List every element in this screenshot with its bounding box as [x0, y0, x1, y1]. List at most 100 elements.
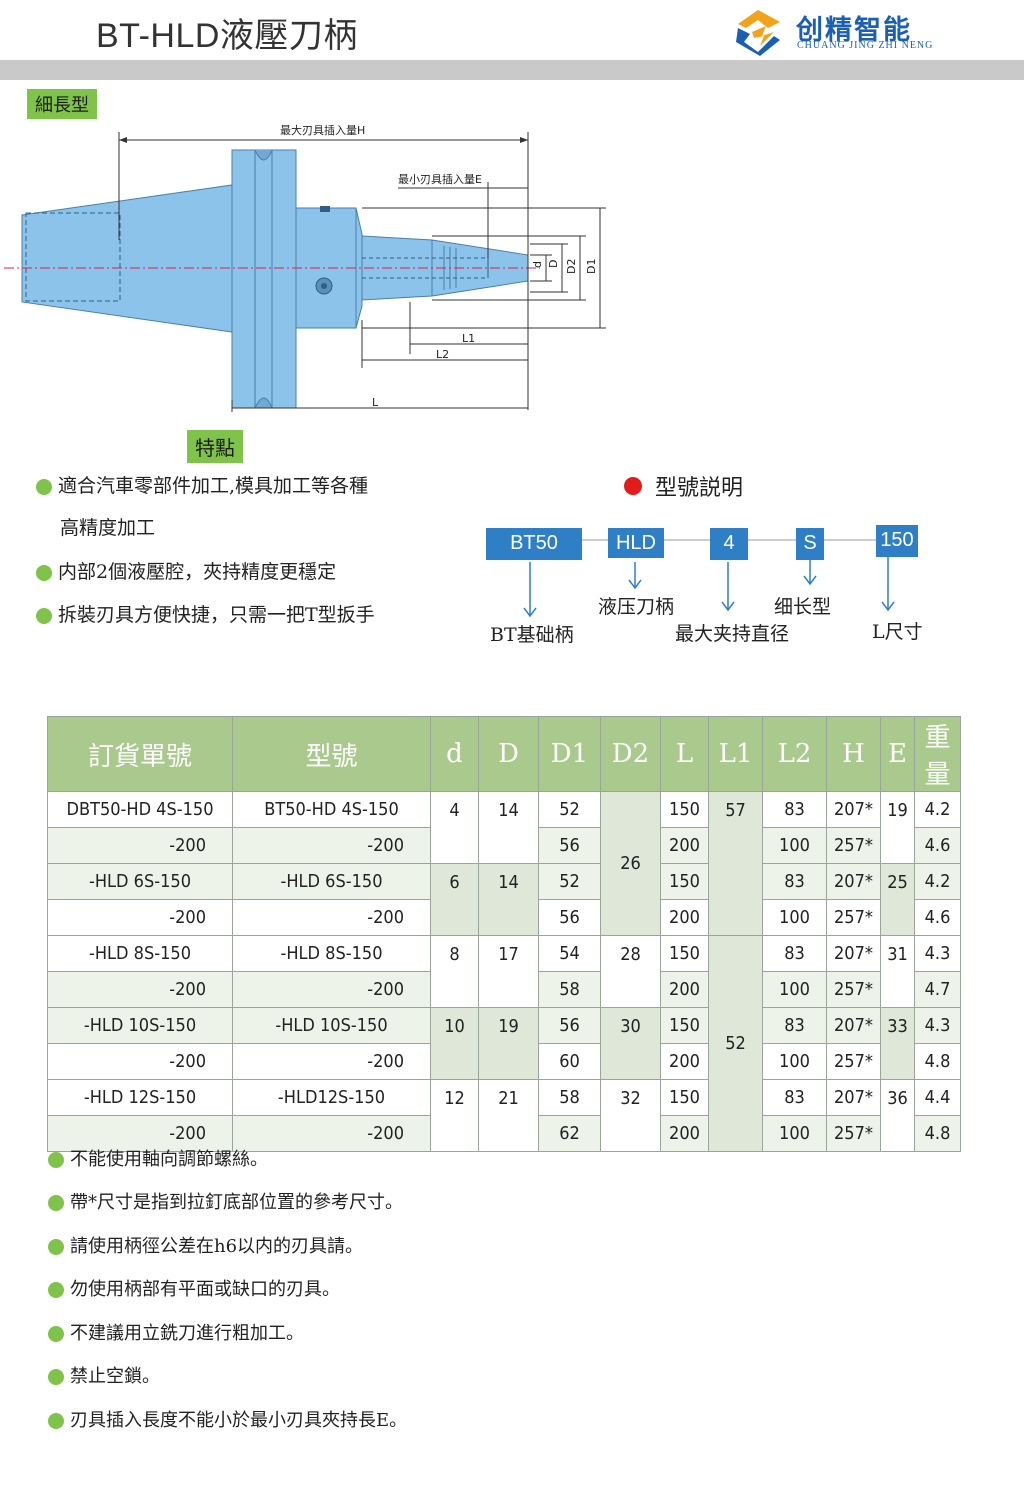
- cell-L: 200: [660, 1043, 709, 1080]
- cell-H: 257*: [826, 1115, 881, 1152]
- cell-H: 207*: [826, 791, 881, 828]
- cell-D1: 62: [538, 1115, 601, 1152]
- table-row: -HLD 10S-150 -HLD 10S-150 10 19 56 30 15…: [47, 1007, 961, 1080]
- note-item: 不能使用軸向調節螺絲。: [48, 1145, 268, 1171]
- model-number: -200: [232, 1115, 431, 1152]
- cell-H: 207*: [826, 863, 881, 900]
- col-header: L1: [708, 716, 763, 792]
- cell-weight: 4.3: [914, 1007, 961, 1044]
- feature-item: 内部2個液壓腔，夾持精度更穩定: [36, 557, 336, 584]
- model-number: -HLD 8S-150: [232, 935, 431, 972]
- cell-E: 31: [880, 935, 915, 1008]
- table-row: DBT50-HD 4S-150 BT50-HD 4S-150 4 14 52 2…: [47, 791, 961, 936]
- cell-E: 19: [880, 791, 915, 864]
- order-number: -200: [47, 1043, 233, 1080]
- feature-item: 適合汽車零部件加工,模具加工等各種: [36, 471, 368, 498]
- cell-weight: 4.3: [914, 935, 961, 972]
- spec-table: 訂貨單號 型號 d D D1 D2 L L1 L2 H E 重量 DBT50-H…: [47, 716, 961, 1152]
- dim-label-E: 最小刃具插入量E: [398, 172, 482, 186]
- cell-H: 207*: [826, 1079, 881, 1116]
- cell-L: 200: [660, 899, 709, 936]
- bullet-icon: [36, 565, 52, 581]
- cell-d: 6: [430, 863, 479, 936]
- model-number: -200: [232, 827, 431, 864]
- cell-L2: 83: [762, 863, 827, 900]
- cell-D: 19: [478, 1007, 539, 1080]
- cell-L2: 83: [762, 1079, 827, 1116]
- col-header: D2: [600, 716, 661, 792]
- table-row: -200 -200 56 200 100 257* 4.6: [47, 827, 961, 864]
- cell-weight: 4.2: [914, 791, 961, 828]
- table-header-row: 訂貨單號 型號 d D D1 D2 L L1 L2 H E 重量: [47, 716, 961, 792]
- cell-L2: 100: [762, 899, 827, 936]
- bullet-icon: [48, 1369, 64, 1385]
- model-box-diameter: 4: [710, 528, 748, 560]
- model-connector-lines: [523, 539, 895, 618]
- model-number: -200: [232, 1043, 431, 1080]
- page-title: BT-HLD液壓刀柄: [96, 17, 358, 55]
- col-header: L2: [762, 716, 827, 792]
- cell-L: 150: [660, 863, 709, 900]
- cell-D2: 26: [600, 791, 661, 936]
- model-label-diameter: 最大夹持直径: [675, 623, 790, 645]
- cell-weight: 4.8: [914, 1115, 961, 1152]
- cell-H: 207*: [826, 935, 881, 972]
- cell-L: 200: [660, 827, 709, 864]
- bullet-icon: [48, 1195, 64, 1211]
- cell-L: 150: [660, 935, 709, 972]
- cell-L2: 100: [762, 1043, 827, 1080]
- cell-D: 17: [478, 935, 539, 1008]
- cell-D1: 58: [538, 1079, 601, 1116]
- bullet-icon: [48, 1239, 64, 1255]
- brand-logo-icon: [736, 10, 780, 56]
- cell-L1: 57: [708, 791, 763, 936]
- bullet-icon: [48, 1282, 64, 1298]
- note-item: 刃具插入長度不能小於最小刃具夾持長E。: [48, 1406, 407, 1432]
- dim-label-D: D: [547, 260, 560, 268]
- cell-L: 150: [660, 1079, 709, 1116]
- dim-label-L1: L1: [462, 332, 475, 345]
- cell-D: 14: [478, 863, 539, 936]
- features-tag: 特點: [187, 430, 243, 463]
- model-label-length: L尺寸: [872, 621, 923, 643]
- cell-d: 4: [430, 791, 479, 864]
- col-header: 型號: [232, 716, 431, 792]
- order-number: DBT50-HD 4S-150: [47, 791, 233, 828]
- col-header: d: [430, 716, 479, 792]
- cell-D: 21: [478, 1079, 539, 1152]
- dim-label-H: 最大刃具插入量H: [280, 123, 365, 137]
- model-label-slim: 细长型: [774, 596, 832, 618]
- model-number: -200: [232, 899, 431, 936]
- cell-d: 12: [430, 1079, 479, 1152]
- note-item: 帶*尺寸是指到拉釘底部位置的參考尺寸。: [48, 1188, 403, 1214]
- cell-H: 257*: [826, 827, 881, 864]
- cell-H: 257*: [826, 971, 881, 1008]
- dim-label-D1: D1: [585, 259, 598, 274]
- note-item: 請使用柄徑公差在h6以内的刃具請。: [48, 1232, 363, 1258]
- tool-holder-diagram: 最大刃具插入量H 最小刃具插入量E L1 L2 L d D D2 D1: [4, 123, 606, 412]
- brand-name-en: CHUANG JING ZHI NENG: [797, 40, 934, 51]
- table-row: -200 -200 62 200 100 257* 4.8: [47, 1115, 961, 1152]
- bullet-icon: [48, 1326, 64, 1342]
- cell-D1: 60: [538, 1043, 601, 1080]
- bullet-icon: [48, 1413, 64, 1429]
- cell-weight: 4.6: [914, 899, 961, 936]
- cell-D: 14: [478, 791, 539, 864]
- bullet-icon: [36, 608, 52, 624]
- cell-D2: 32: [600, 1079, 661, 1152]
- cell-d: 8: [430, 935, 479, 1008]
- table-row: -HLD 8S-150 -HLD 8S-150 8 17 54 28 150 5…: [47, 935, 961, 1152]
- col-header: D: [478, 716, 539, 792]
- cell-E: 25: [880, 863, 915, 936]
- cell-L2: 83: [762, 1007, 827, 1044]
- cell-H: 207*: [826, 1007, 881, 1044]
- order-number: -200: [47, 899, 233, 936]
- cell-L: 200: [660, 1115, 709, 1152]
- cell-D1: 52: [538, 791, 601, 828]
- cell-L2: 100: [762, 1115, 827, 1152]
- order-number: -HLD 12S-150: [47, 1079, 233, 1116]
- model-box-bt50: BT50: [486, 528, 582, 560]
- cell-weight: 4.4: [914, 1079, 961, 1116]
- header-divider: [0, 60, 1024, 80]
- cell-d: 10: [430, 1007, 479, 1080]
